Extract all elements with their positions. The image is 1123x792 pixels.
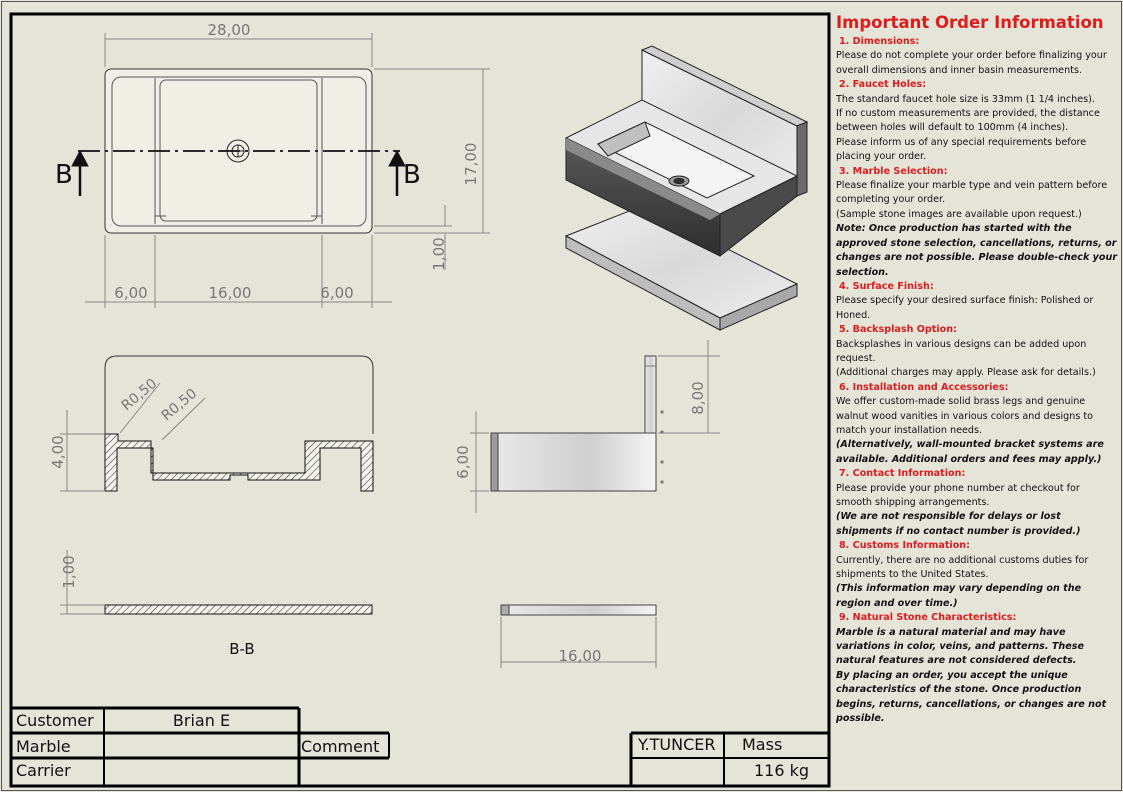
info-section-text: Currently, there are no additional custo… [836, 554, 1089, 581]
section-dimensions [60, 382, 206, 492]
dim-top-left: 6,00 [114, 284, 147, 302]
info-section-text: (Additional charges may apply. Please as… [836, 367, 1096, 379]
info-section-heading: 5. Backsplash Option: [839, 324, 957, 336]
side-anchor-marks [660, 410, 664, 484]
mass-value: 116 kg [754, 761, 810, 780]
info-section: 5. Backsplash Option: Backsplashes in var… [836, 323, 1118, 381]
info-section-text: The standard faucet hole size is 33mm (1… [836, 93, 1095, 105]
info-section-heading: 6. Installation and Accessories: [839, 381, 1009, 393]
info-section: 7. Contact Information: Please provide yo… [836, 467, 1118, 539]
dim-plate-width: 16,00 [559, 647, 602, 665]
info-section: 8. Customs Information: Currently, there … [836, 539, 1118, 611]
info-section-text: (Sample stone images are available upon … [836, 208, 1082, 220]
title-block [12, 706, 829, 785]
info-section-heading: 3. Marble Selection: [839, 165, 948, 177]
dim-top-right: 6,00 [320, 284, 353, 302]
customer-value: Brian E [172, 711, 231, 730]
isometric-view [564, 45, 809, 331]
dim-backsplash-height: 8,00 [689, 381, 707, 414]
info-section: 6. Installation and Accessories: We offer… [836, 381, 1118, 467]
base-plate-section [104, 604, 373, 615]
dim-top-height: 17,00 [462, 143, 480, 186]
dim-front-height: 6,00 [454, 445, 472, 478]
info-section-heading: 9. Natural Stone Characteristics: [839, 612, 1017, 624]
marble-label: Marble [16, 737, 71, 756]
info-section-heading: 1. Dimensions: [839, 36, 920, 47]
info-section: 3. Marble Selection: Please finalize your… [836, 165, 1118, 280]
info-section: 4. Surface Finish: Please specify your de… [836, 280, 1118, 323]
info-section-note: By placing an order, you accept the uniq… [836, 669, 1107, 725]
plate-side-view [500, 604, 657, 616]
side-view [490, 355, 657, 492]
dim-base-thickness: 1,00 [60, 555, 78, 588]
dim-top-wall: 1,00 [430, 237, 448, 270]
info-section-text: Please inform us of any special requirem… [836, 136, 1087, 163]
dim-top-width: 28,00 [208, 21, 251, 39]
designer-name: Y.TUNCER [638, 735, 716, 754]
info-section-heading: 8. Customs Information: [839, 540, 970, 552]
base-dimensions [60, 550, 104, 615]
info-section-text: Please finalize your marble type and vei… [836, 180, 1108, 206]
plate-dimensions [500, 617, 657, 668]
info-section-text: Please provide your phone number at chec… [836, 482, 1080, 508]
customer-label: Customer [16, 711, 94, 730]
order-information-panel: Important Order Information 1. Dimension… [836, 12, 1118, 788]
info-section-note: (We are not responsible for delays or lo… [836, 511, 1081, 537]
comment-label: Comment [301, 737, 380, 756]
info-section-heading: 2. Faucet Holes: [839, 79, 927, 91]
side-dimensions [470, 340, 720, 513]
info-section-note: Marble is a natural material and may hav… [836, 626, 1084, 667]
section-letter-left: B [55, 160, 73, 190]
carrier-label: Carrier [16, 761, 71, 780]
top-dimensions [85, 33, 490, 308]
info-section-text: Please specify your desired surface fini… [836, 295, 1094, 321]
section-top-outline [104, 355, 374, 434]
info-section-note: (Alternatively, wall-mounted bracket sys… [836, 439, 1104, 465]
section-marker-right [388, 149, 406, 196]
info-section-heading: 7. Contact Information: [839, 468, 966, 480]
info-section-heading: 4. Surface Finish: [839, 280, 934, 292]
dim-top-mid: 16,00 [209, 284, 252, 302]
info-section-text: If no custom measurements are provided, … [836, 108, 1100, 134]
section-label: B-B [229, 640, 254, 658]
section-hatched-profile [104, 433, 374, 492]
info-section-text: Please do not complete your order before… [836, 50, 1107, 76]
info-section-text: Backsplashes in various designs can be a… [836, 338, 1087, 364]
info-section-note: Note: Once production has started with t… [836, 223, 1118, 278]
section-marker-left [71, 149, 89, 196]
info-section-text: We offer custom-made solid brass legs an… [836, 396, 1094, 436]
dim-section-height: 4,00 [49, 435, 67, 468]
section-letter-right: B [403, 160, 421, 190]
info-section: 1. Dimensions: Please do not complete you… [836, 35, 1118, 78]
info-section: 9. Natural Stone Characteristics: Marble … [836, 611, 1118, 726]
mass-label: Mass [742, 735, 783, 754]
info-section-note: (This information may vary depending on … [836, 583, 1082, 609]
info-section: 2. Faucet Holes: The standard faucet hole… [836, 78, 1118, 164]
info-title: Important Order Information [836, 13, 1104, 32]
info-sections: 1. Dimensions: Please do not complete you… [836, 35, 1118, 727]
